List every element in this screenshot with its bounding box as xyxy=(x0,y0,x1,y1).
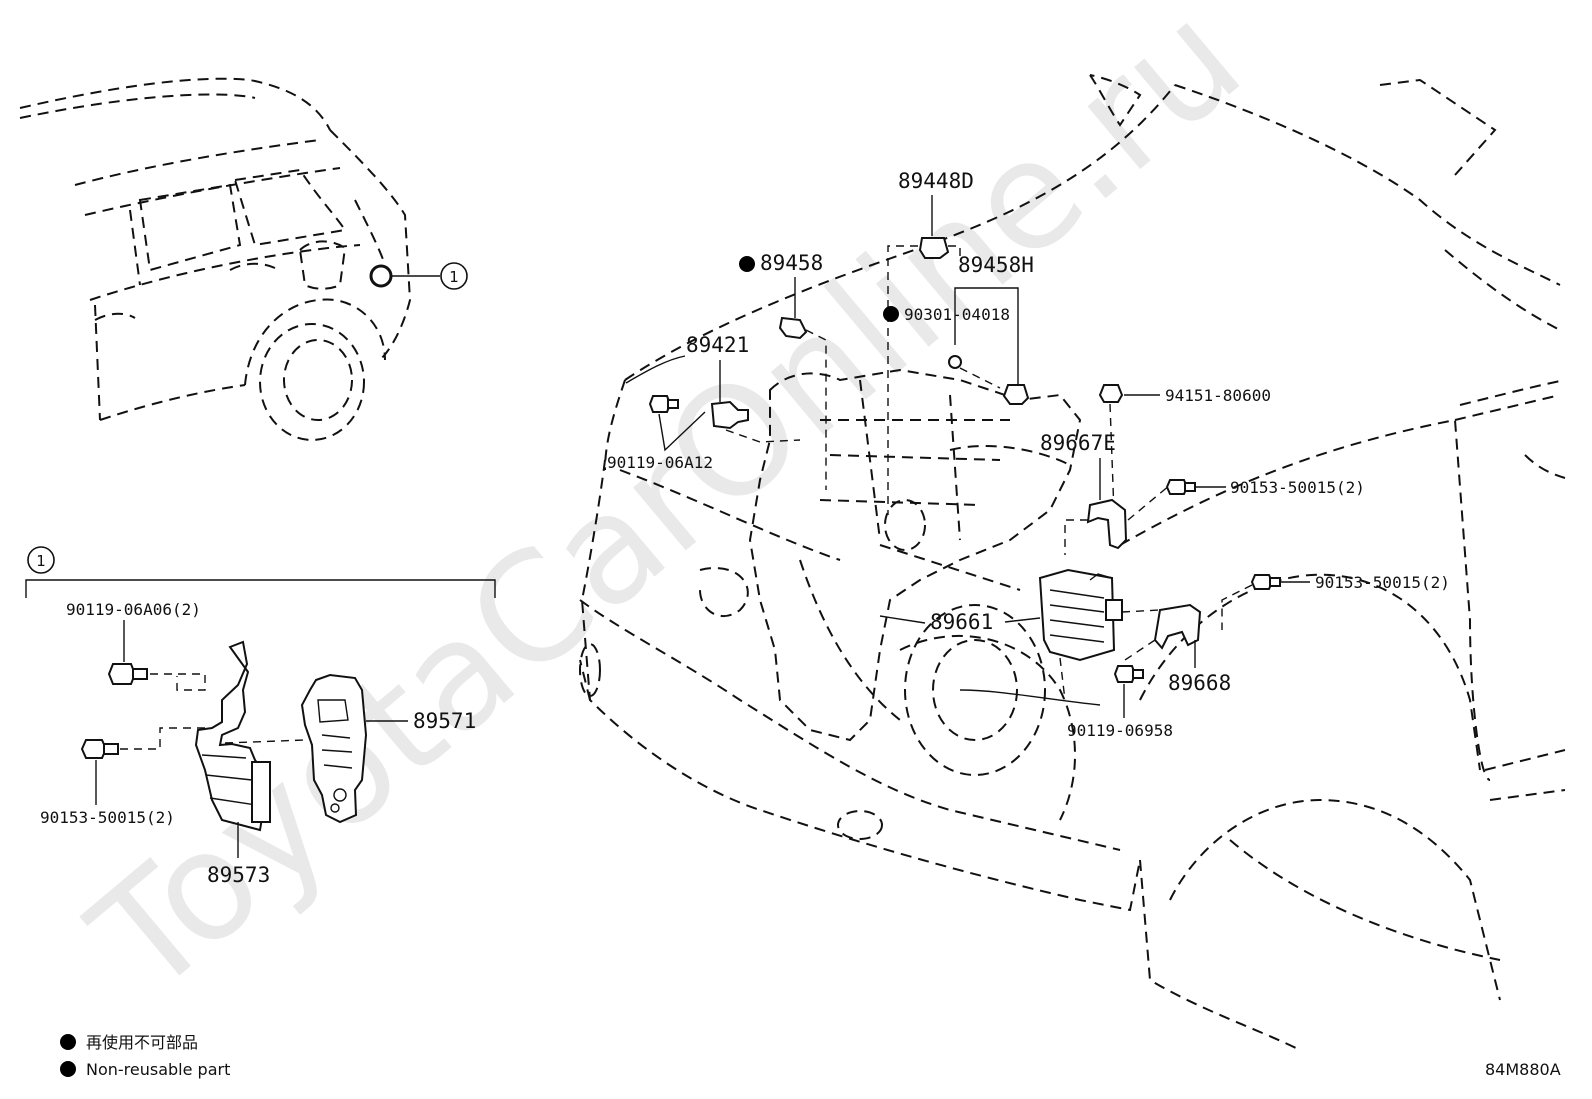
vehicle-front-view xyxy=(579,74,1566,1051)
bolt-icon xyxy=(107,663,148,685)
o-ring-90301 xyxy=(948,355,962,369)
bracket-89668 xyxy=(1153,603,1202,650)
label-90119-06958: 90119-06958 xyxy=(1067,721,1173,740)
label-90153-50015-c: 90153-50015(2) xyxy=(40,808,175,827)
bolt-90119-06A12 xyxy=(648,395,672,413)
label-90119-06A12: 90119-06A12 xyxy=(607,453,713,472)
ecu-89661 xyxy=(1038,568,1123,662)
label-89458: 89458 xyxy=(760,251,823,275)
bolt-90153-a xyxy=(1165,479,1189,495)
fuel-door-marker xyxy=(369,264,393,288)
sensor-89458H xyxy=(1002,384,1030,405)
legend-text-jp: 再使用不可部品 xyxy=(86,1033,198,1052)
label-89571: 89571 xyxy=(413,709,476,733)
legend-text-en: Non-reusable part xyxy=(86,1060,230,1079)
label-89661: 89661 xyxy=(930,610,993,634)
module-89571 xyxy=(300,673,368,824)
bolt-90153-b xyxy=(1250,574,1274,590)
label-89667E: 89667E xyxy=(1040,431,1116,455)
label-89668: 89668 xyxy=(1168,671,1231,695)
label-89573: 89573 xyxy=(207,863,270,887)
label-89458H: 89458H xyxy=(958,253,1034,277)
label-94151-80600: 94151-80600 xyxy=(1165,386,1271,405)
sensor-89421 xyxy=(710,400,749,430)
bolt-icon xyxy=(80,739,119,759)
label-89448D: 89448D xyxy=(898,169,974,193)
bracket-89573 xyxy=(194,640,271,832)
legend: 再使用不可部品 Non-reusable part xyxy=(60,1033,230,1079)
bracket-89667E xyxy=(1086,498,1128,550)
bolt-90119-06958 xyxy=(1113,665,1137,683)
subassembly-group: 1 90119-06A06(2) 90153-50015(2) 89573 xyxy=(25,546,496,887)
ref-marker-1-group: 1 xyxy=(36,552,46,570)
legend-dot-jp xyxy=(60,1034,76,1050)
sensor-89458 xyxy=(778,316,808,340)
legend-dot-en xyxy=(60,1061,76,1077)
label-90153-50015-a: 90153-50015(2) xyxy=(1230,478,1365,497)
non-reusable-dot xyxy=(739,256,755,272)
nut-94151-80600 xyxy=(1098,384,1124,403)
label-90301-04018: 90301-04018 xyxy=(904,305,1010,324)
label-90153-50015-b: 90153-50015(2) xyxy=(1315,573,1450,592)
engine-parts: 89448D 89458 89458H 90301-04018 89421 90… xyxy=(607,169,1450,740)
diagram-code: 84M880A xyxy=(1485,1060,1561,1079)
label-89421: 89421 xyxy=(686,333,749,357)
sensor-89448D xyxy=(918,237,950,259)
vehicle-rear-view: 1 xyxy=(19,77,468,441)
label-90119-06A06: 90119-06A06(2) xyxy=(66,600,201,619)
ref-marker-1: 1 xyxy=(449,268,459,286)
non-reusable-dot xyxy=(883,306,899,322)
